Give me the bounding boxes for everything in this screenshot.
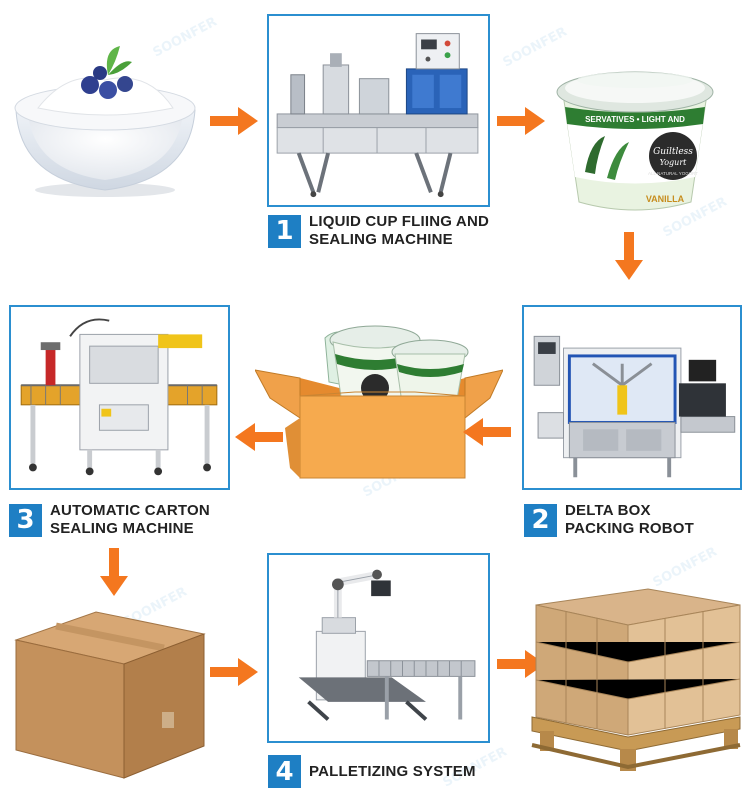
step-title: PALLETIZING SYSTEM: [309, 763, 476, 781]
open-box-with-cups-image: [254, 318, 504, 490]
flow-arrow-left-icon: [235, 423, 283, 456]
step-number-badge: 1: [268, 214, 301, 248]
palletizing-system-image: [267, 553, 490, 743]
step-2-label: 2 DELTA BOX PACKING ROBOT: [524, 502, 694, 538]
cup-natural-text: ALL NATURAL YOGURT: [648, 171, 698, 176]
cup-band-text: SERVATIVES • LIGHT AND: [585, 115, 685, 124]
step-title-line: AUTOMATIC CARTON: [50, 502, 210, 519]
cup-sub-text: Yogurt: [660, 158, 688, 167]
sealed-carton-image: [6, 600, 206, 780]
step-number-badge: 2: [524, 503, 557, 537]
carton-sealing-machine-image: [9, 305, 230, 490]
step-4-label: 4 PALLETIZING SYSTEM: [268, 755, 476, 788]
step-number-badge: 4: [268, 755, 301, 788]
cup-flavor-text: VANILLA: [646, 194, 685, 204]
delta-robot-image: [522, 305, 742, 490]
watermark: SOONFER: [650, 544, 720, 591]
step-title-line: SEALING MACHINE: [50, 520, 194, 537]
step-number-badge: 3: [9, 503, 42, 537]
step-title-line: PACKING ROBOT: [565, 520, 694, 537]
cup-brand-text: Guiltless: [653, 147, 693, 157]
step-title: LIQUID CUP FLIING AND SEALING MACHINE: [309, 213, 489, 249]
flow-arrow-right-icon: [210, 658, 258, 691]
cup-filling-machine-image: [267, 14, 490, 207]
pallet-of-boxes-image: [528, 585, 743, 775]
flow-arrow-down-icon: [615, 232, 643, 285]
flow-arrow-right-icon: [210, 107, 258, 140]
step-title-line: LIQUID CUP FLIING AND: [309, 213, 490, 230]
step-title: DELTA BOX PACKING ROBOT: [565, 502, 694, 538]
step-title: AUTOMATIC CARTON SEALING MACHINE: [50, 502, 210, 538]
step-title-line: SEALING MACHINE: [309, 231, 453, 248]
step-3-label: 3 AUTOMATIC CARTON SEALING MACHINE: [9, 502, 210, 538]
yogurt-bowl-image: [8, 40, 203, 200]
flow-arrow-down-icon: [100, 548, 128, 601]
step-1-label: 1 LIQUID CUP FLIING AND SEALING MACHINE: [268, 213, 489, 249]
flow-arrow-left-icon: [463, 418, 511, 451]
step-title-line: DELTA BOX: [565, 502, 651, 519]
yogurt-cup-image: SERVATIVES • LIGHT AND Guiltless Yogurt …: [545, 52, 725, 222]
step-title-line: PALLETIZING SYSTEM: [309, 762, 476, 780]
flow-arrow-right-icon: [497, 650, 545, 683]
flow-arrow-right-icon: [497, 107, 545, 140]
